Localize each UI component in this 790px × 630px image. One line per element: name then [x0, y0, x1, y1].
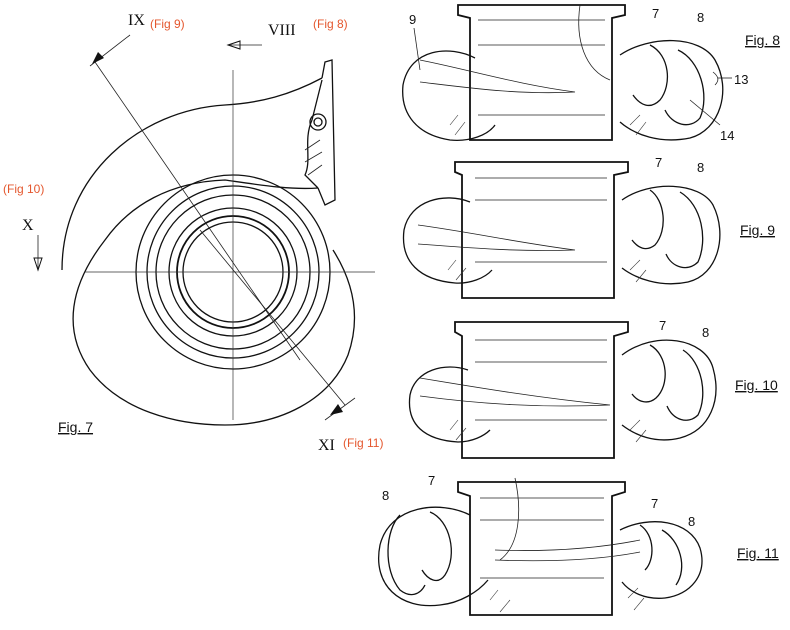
fig7-section-viii-label: VIII — [268, 22, 296, 39]
fig7-caption: Fig. 7 — [58, 419, 93, 435]
fig8-chamber-7 — [632, 44, 669, 107]
fig7-volute-view — [33, 34, 375, 426]
fig8-hatching — [449, 114, 647, 136]
fig10-hub — [454, 321, 629, 459]
fig9-caption: Fig. 9 — [740, 222, 775, 238]
fig11-callout-7-left: 7 — [428, 473, 435, 488]
fig9-tongue — [417, 224, 576, 251]
fig9-hub — [454, 161, 629, 299]
fig9-hatching — [447, 259, 647, 283]
fig10-chamber-7 — [631, 344, 666, 403]
fig10-tongue — [419, 377, 611, 407]
fig8-tongue — [419, 59, 576, 94]
fig10-left-volute — [408, 366, 491, 443]
fig8-port-13 — [712, 71, 719, 86]
fig8-hub-lines — [478, 19, 605, 116]
fig10-chamber-8 — [666, 349, 704, 421]
fig7-section-xi-arrow — [330, 404, 343, 415]
fig7-section-xi-line — [199, 229, 346, 406]
fig7-flange-bolt-inner — [313, 117, 323, 127]
fig8-callout-8: 8 — [697, 10, 704, 25]
fig10-section-view — [408, 321, 717, 459]
fig11-right-volute — [619, 521, 703, 599]
fig7-section-viii-ref: (Fig 8) — [313, 17, 348, 31]
fig10-callout-8: 8 — [702, 325, 709, 340]
fig7-section-x-ref: (Fig 10) — [3, 182, 44, 196]
fig8-left-volute — [402, 50, 496, 141]
fig8-right-volute — [619, 39, 724, 141]
fig8-callout-13: 13 — [734, 72, 748, 87]
fig9-chamber-8 — [665, 191, 704, 269]
fig11-callout-7-right: 7 — [651, 496, 658, 511]
fig8-callout-7: 7 — [652, 6, 659, 21]
fig7-section-ix-line — [94, 61, 301, 361]
fig8-leader-9 — [413, 27, 421, 71]
fig11-callout-8-right: 8 — [688, 514, 695, 529]
fig10-right-volute — [621, 339, 717, 441]
fig11-caption: Fig. 11 — [737, 545, 779, 561]
fig10-hatching — [449, 419, 647, 443]
fig7-section-ix-arrow — [92, 52, 104, 64]
fig7-flange-plate — [304, 79, 323, 189]
fig7-section-xi-label: XI — [318, 437, 335, 454]
fig7-viii-arrow-head — [226, 40, 241, 50]
fig7-section-xi-ref: (Fig 11) — [343, 436, 383, 450]
fig9-left-volute — [402, 197, 493, 284]
fig7-x-arrow-head — [33, 257, 43, 272]
fig11-section-view — [378, 477, 703, 616]
fig8-hub — [457, 4, 626, 141]
fig11-chamber-8-right — [661, 529, 683, 586]
fig9-hub-lines — [475, 177, 607, 263]
fig11-hub — [457, 481, 626, 616]
fig11-hub-lines — [480, 497, 604, 579]
fig10-callout-7: 7 — [659, 318, 666, 333]
fig9-callout-8: 8 — [697, 160, 704, 175]
fig8-chamber-8 — [664, 49, 705, 126]
fig11-callout-8-left: 8 — [382, 488, 389, 503]
fig9-callout-7: 7 — [655, 155, 662, 170]
fig7-outlet-flange — [317, 59, 336, 206]
fig7-volute-outline — [72, 179, 356, 426]
fig8-section-view — [402, 4, 732, 141]
fig11-chamber-7-right — [639, 524, 653, 571]
fig10-hub-lines — [475, 339, 607, 421]
fig8-leader-14 — [689, 99, 721, 126]
fig9-chamber-7 — [631, 189, 664, 250]
fig11-left-volute — [378, 506, 489, 607]
fig9-right-volute — [621, 185, 721, 285]
fig7-section-ix-label: IX — [128, 12, 145, 29]
fig11-chamber-7-left — [421, 511, 452, 582]
fig8-callout-14: 14 — [720, 128, 734, 143]
fig7-section-x-label: X — [22, 217, 34, 234]
fig10-caption: Fig. 10 — [735, 377, 778, 393]
fig8-wall-curve — [578, 4, 611, 81]
fig11-hatching — [489, 587, 645, 613]
fig7-volute-outer-upper — [61, 77, 323, 271]
fig7-flange-bolt — [309, 113, 327, 131]
fig8-callout-9: 9 — [409, 12, 416, 27]
fig11-wall-curve — [499, 477, 520, 561]
fig7-flange-detail — [304, 139, 323, 176]
fig9-section-view — [402, 161, 721, 299]
fig11-chamber-8-left — [387, 514, 426, 596]
fig11-tongue — [494, 539, 641, 562]
fig8-caption: Fig. 8 — [745, 32, 780, 48]
fig7-section-ix-ref: (Fig 9) — [150, 17, 185, 31]
